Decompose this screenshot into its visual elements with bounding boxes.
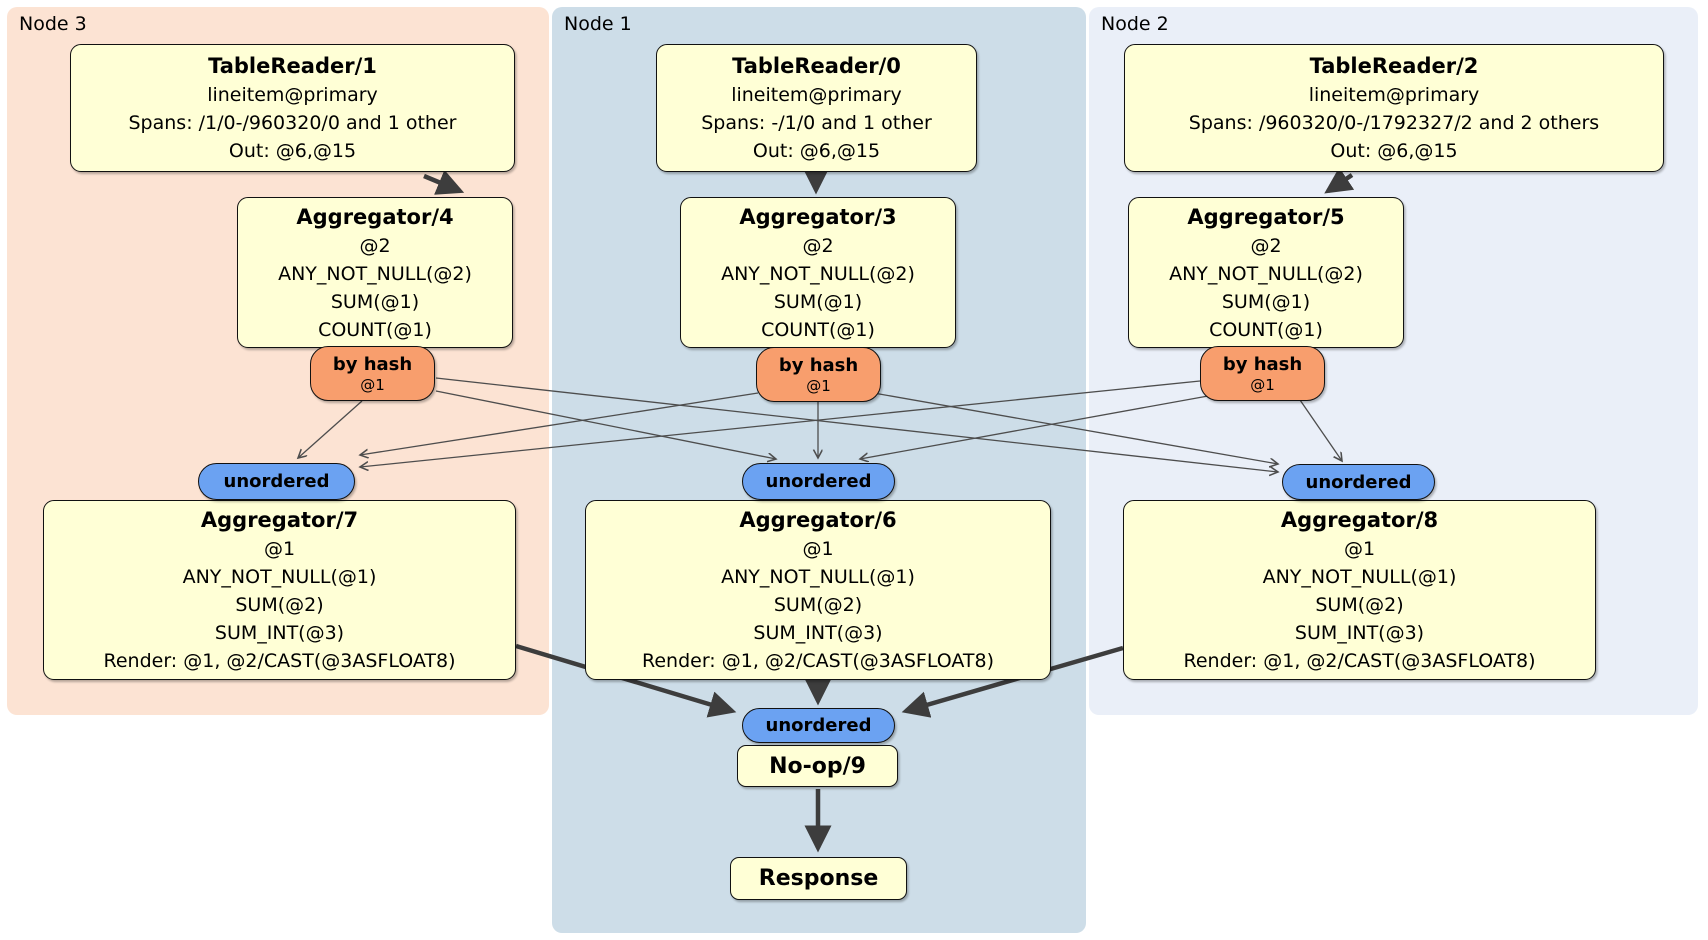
aggregator-7-line: Render: @1, @2/CAST(@3ASFLOAT8) — [103, 650, 456, 672]
tablereader-0-out: Out: @6,@15 — [752, 140, 881, 162]
hash-router-3-key: @1 — [806, 376, 831, 395]
aggregator-8-line: ANY_NOT_NULL(@1) — [1262, 566, 1457, 588]
edge-router4-unordered7 — [298, 400, 363, 458]
edge-router5-unordered6 — [860, 395, 1209, 459]
aggregator-8-line: SUM_INT(@3) — [1294, 622, 1425, 644]
hash-router-5: by hash @1 — [1200, 346, 1325, 401]
aggregator-4-line: @2 — [359, 234, 391, 257]
edge-router3-unordered8 — [867, 391, 1278, 464]
aggregator-3-line: @2 — [802, 234, 834, 257]
response-title: Response — [758, 866, 879, 891]
aggregator-8-line: Render: @1, @2/CAST(@3ASFLOAT8) — [1183, 650, 1536, 672]
edge-router4-unordered8 — [435, 377, 1278, 472]
tablereader-1-spans: Spans: /1/0-/960320/0 and 1 other — [128, 112, 457, 134]
aggregator-7-box: Aggregator/7 @1 ANY_NOT_NULL(@1) SUM(@2)… — [43, 500, 516, 680]
group-node1-label: Node 1 — [564, 13, 632, 35]
aggregator-8-box: Aggregator/8 @1 ANY_NOT_NULL(@1) SUM(@2)… — [1123, 500, 1596, 680]
aggregator-4-line: ANY_NOT_NULL(@2) — [278, 262, 472, 285]
aggregator-5-title: Aggregator/5 — [1187, 204, 1345, 229]
aggregator-7-line: SUM(@2) — [235, 594, 324, 616]
unordered-sync-8-label: unordered — [1305, 471, 1412, 493]
aggregator-3-box: Aggregator/3 @2 ANY_NOT_NULL(@2) SUM(@1)… — [680, 197, 956, 348]
tablereader-1-title: TableReader/1 — [208, 54, 377, 78]
tablereader-0-spans: Spans: -/1/0 and 1 other — [701, 112, 932, 134]
group-node2-label: Node 2 — [1101, 13, 1169, 35]
aggregator-3-title: Aggregator/3 — [739, 204, 897, 229]
tablereader-0-box: TableReader/0 lineitem@primary Spans: -/… — [656, 44, 977, 172]
tablereader-2-out: Out: @6,@15 — [1330, 140, 1458, 162]
aggregator-5-line: SUM(@1) — [1221, 290, 1311, 313]
tablereader-1-index: lineitem@primary — [207, 84, 378, 106]
edge-router5-unordered8 — [1299, 399, 1342, 461]
aggregator-5-box: Aggregator/5 @2 ANY_NOT_NULL(@2) SUM(@1)… — [1128, 197, 1404, 348]
edge-router4-unordered6 — [435, 390, 776, 459]
tablereader-2-spans: Spans: /960320/0-/1792327/2 and 2 others — [1188, 112, 1600, 134]
hash-router-4-key: @1 — [360, 375, 385, 394]
hash-router-5-key: @1 — [1250, 375, 1275, 394]
aggregator-4-title: Aggregator/4 — [296, 204, 454, 229]
unordered-sync-7-label: unordered — [223, 471, 330, 492]
tablereader-0-title: TableReader/0 — [732, 54, 901, 78]
final-unordered-sync: unordered — [742, 708, 895, 743]
hash-router-3: by hash @1 — [756, 347, 881, 402]
aggregator-7-line: @1 — [263, 538, 296, 560]
aggregator-6-title: Aggregator/6 — [739, 508, 897, 532]
aggregator-3-line: ANY_NOT_NULL(@2) — [721, 262, 915, 285]
aggregator-4-box: Aggregator/4 @2 ANY_NOT_NULL(@2) SUM(@1)… — [237, 197, 513, 348]
aggregator-3-line: COUNT(@1) — [761, 318, 875, 341]
aggregator-6-line: SUM_INT(@3) — [753, 622, 883, 644]
hash-router-4: by hash @1 — [310, 346, 435, 401]
noop-title: No-op/9 — [769, 753, 866, 779]
aggregator-4-line: SUM(@1) — [330, 290, 420, 313]
aggregator-8-line: @1 — [1343, 538, 1376, 560]
edge-tablereader1-aggregator4 — [423, 169, 465, 195]
tablereader-2-title: TableReader/2 — [1309, 54, 1479, 78]
aggregator-8-title: Aggregator/8 — [1280, 508, 1439, 532]
unordered-sync-8: unordered — [1282, 464, 1435, 500]
aggregator-5-line: ANY_NOT_NULL(@2) — [1169, 262, 1363, 285]
edge-router5-unordered7 — [360, 380, 1201, 467]
hash-router-5-label: by hash — [1222, 353, 1303, 375]
aggregator-7-title: Aggregator/7 — [200, 508, 359, 532]
edge-tablereader2-aggregator5 — [1324, 167, 1355, 194]
hash-router-4-label: by hash — [332, 353, 413, 375]
response-box: Response — [730, 857, 907, 900]
tablereader-2-box: TableReader/2 lineitem@primary Spans: /9… — [1124, 44, 1664, 172]
aggregator-6-line: @1 — [802, 538, 834, 560]
unordered-sync-6-label: unordered — [765, 471, 872, 492]
tablereader-0-index: lineitem@primary — [731, 84, 902, 106]
hash-router-3-label: by hash — [778, 354, 859, 376]
tablereader-2-index: lineitem@primary — [1308, 84, 1480, 106]
aggregator-6-box: Aggregator/6 @1 ANY_NOT_NULL(@1) SUM(@2)… — [585, 500, 1051, 680]
aggregator-6-line: ANY_NOT_NULL(@1) — [721, 566, 915, 588]
tablereader-1-box: TableReader/1 lineitem@primary Spans: /1… — [70, 44, 515, 172]
group-node3-label: Node 3 — [19, 13, 87, 35]
unordered-sync-6: unordered — [742, 463, 895, 500]
tablereader-1-out: Out: @6,@15 — [228, 140, 357, 162]
unordered-sync-7: unordered — [198, 463, 355, 500]
aggregator-3-line: SUM(@1) — [773, 290, 863, 313]
aggregator-5-line: @2 — [1250, 234, 1282, 257]
aggregator-4-line: COUNT(@1) — [318, 318, 432, 341]
aggregator-7-line: ANY_NOT_NULL(@1) — [182, 566, 377, 588]
aggregator-6-line: SUM(@2) — [773, 594, 863, 616]
aggregator-5-line: COUNT(@1) — [1209, 318, 1323, 341]
aggregator-7-line: SUM_INT(@3) — [214, 622, 345, 644]
aggregator-6-line: Render: @1, @2/CAST(@3ASFLOAT8) — [642, 650, 994, 672]
noop-box: No-op/9 — [737, 745, 898, 787]
aggregator-8-line: SUM(@2) — [1315, 594, 1404, 616]
edge-router3-unordered7 — [360, 392, 759, 455]
final-unordered-sync-label: unordered — [765, 715, 872, 736]
